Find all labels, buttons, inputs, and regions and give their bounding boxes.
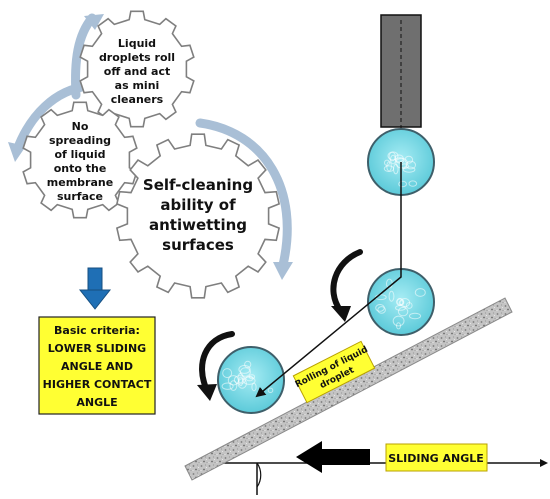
- droplet-bubble: [244, 360, 252, 368]
- curved-arrow-icon: [12, 81, 93, 155]
- gear-left-line: onto the: [54, 162, 107, 175]
- curved-arrow-icon: [199, 331, 235, 391]
- gear-left-line: spreading: [49, 134, 111, 147]
- cycle-arrowheads: [8, 14, 293, 280]
- droplet-bubble: [408, 312, 422, 320]
- rotation-arrows: [199, 249, 363, 391]
- criteria-line: LOWER SLIDING: [48, 342, 146, 355]
- curved-arrow-icon: [195, 118, 292, 270]
- angle-arc: [256, 462, 262, 488]
- droplet-bubble: [238, 364, 251, 374]
- droplet-bubble: [397, 306, 409, 317]
- curved-arrow-icon: [84, 14, 104, 30]
- criteria-box: Basic criteria: LOWER SLIDING ANGLE AND …: [38, 316, 156, 415]
- droplet-bubble: [267, 387, 274, 393]
- droplet-bubble: [405, 160, 416, 170]
- gear-icon: [79, 10, 195, 128]
- curved-arrow-icon: [8, 142, 26, 162]
- gear-left-line: membrane: [47, 176, 113, 189]
- curved-arrow-icon: [197, 384, 217, 401]
- sliding-angle-label: SLIDING ANGLE: [385, 443, 488, 472]
- gear-main-line: Self-cleaning: [143, 176, 253, 194]
- gear-left-line: of liquid: [54, 148, 105, 161]
- droplet-path: [255, 162, 402, 398]
- droplet-bubble: [242, 376, 256, 385]
- criteria-line: ANGLE AND: [61, 360, 133, 373]
- droplet-bubble: [396, 322, 401, 330]
- droplet-texture: [221, 151, 426, 393]
- gear-left-line: surface: [57, 190, 103, 203]
- base-axis: [198, 459, 548, 495]
- criteria-line: Basic criteria:: [54, 324, 140, 337]
- droplet-icon: [217, 346, 285, 414]
- inclined-surface: [184, 297, 513, 481]
- droplet-bubble: [239, 367, 251, 377]
- gear-top-line: off and act: [104, 65, 170, 78]
- droplets: [217, 128, 435, 414]
- needle-icon: [380, 14, 422, 160]
- rotation-arrowheads: [197, 306, 351, 401]
- criteria-line: HIGHER CONTACT: [43, 378, 152, 391]
- droplet-bubble: [393, 163, 399, 175]
- gear-top-line: droplets roll: [99, 51, 175, 64]
- droplet-bubble: [396, 298, 404, 306]
- gear-main-line: antiwetting: [149, 216, 247, 234]
- gear-main-line: surfaces: [162, 236, 234, 254]
- gear-top: Liquid droplets roll off and act as mini…: [79, 10, 195, 128]
- criteria-line: ANGLE: [76, 396, 117, 409]
- droplet-bubble: [405, 302, 413, 309]
- droplet-bubble: [387, 151, 399, 161]
- gear-icon: [115, 133, 281, 299]
- droplet-bubble: [402, 166, 416, 173]
- down-arrow-icon: [78, 267, 112, 310]
- gear-top-line: cleaners: [111, 93, 164, 106]
- droplet-bubble: [227, 375, 239, 386]
- droplet-bubble: [222, 368, 233, 379]
- droplet-bubble: [398, 180, 408, 188]
- droplet-bubble: [229, 380, 238, 391]
- droplet-bubble: [404, 155, 414, 164]
- droplet-bubble: [233, 375, 246, 385]
- gear-top-line: Liquid: [118, 37, 156, 50]
- droplet-bubble: [414, 288, 426, 297]
- cycle-arrows: [12, 13, 292, 270]
- gear-icon: [22, 101, 138, 219]
- curved-arrow-icon: [330, 249, 363, 313]
- droplet-bubble: [392, 315, 405, 327]
- sliding-arrow: [296, 441, 370, 473]
- curved-arrow-icon: [331, 306, 351, 322]
- droplet-bubble: [375, 304, 385, 312]
- curved-arrow-icon: [273, 262, 293, 280]
- gear-top-line: as mini: [115, 79, 160, 92]
- gear-left: No spreading of liquid onto the membrane…: [22, 101, 138, 219]
- droplet-bubble: [221, 382, 234, 390]
- sliding-angle-text: SLIDING ANGLE: [388, 452, 484, 465]
- gear-left-line: No: [72, 120, 89, 133]
- droplet-bubble: [377, 306, 386, 314]
- gear-main: Self-cleaning ability of antiwetting sur…: [115, 133, 281, 299]
- droplet-bubble: [388, 290, 395, 302]
- gear-main-line: ability of: [160, 196, 236, 214]
- droplet-bubble: [408, 180, 418, 187]
